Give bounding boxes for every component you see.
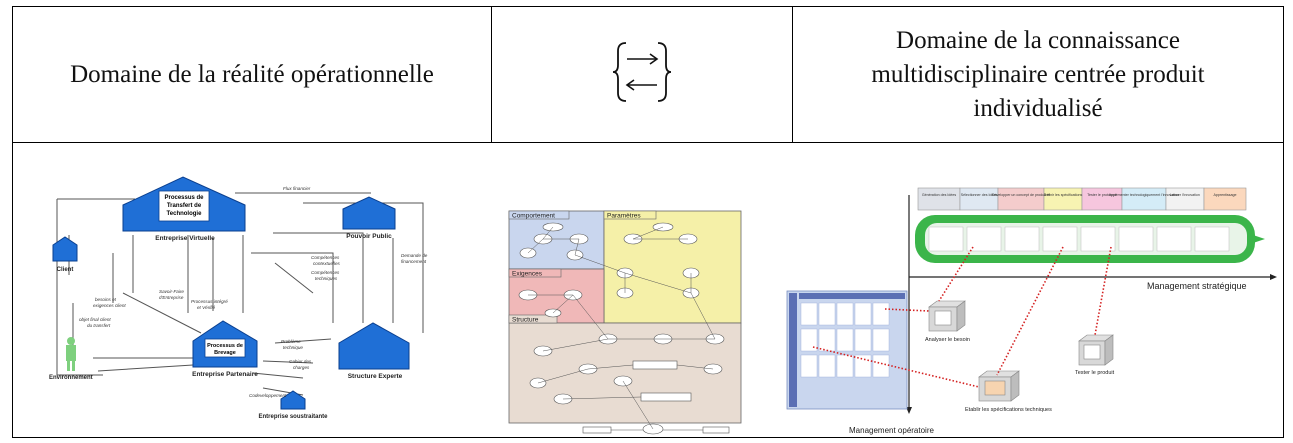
- processus-integre-label: Processus intégré: [191, 299, 228, 304]
- header-operational-domain: Domaine de la réalité opérationnelle: [12, 6, 492, 143]
- management-strategique-label: Management stratégique: [1147, 281, 1247, 291]
- header-exchange-symbol: [491, 6, 793, 143]
- quadrant-model: Comportement Paramètres Exigences Struct…: [508, 210, 742, 435]
- brevage-label-1: Processus de: [207, 343, 243, 349]
- client-label: Client: [57, 267, 74, 273]
- phase-8-label: Apprentissage: [1214, 193, 1237, 197]
- header-knowledge-domain: Domaine de la connaissance multidiscipli…: [792, 6, 1284, 143]
- phase-4-label: Définir les spécifications: [1044, 193, 1083, 197]
- operational-domain-label: Domaine de la réalité opérationnelle: [70, 60, 434, 88]
- transfert-label-1: Processus de: [164, 195, 204, 201]
- transfert-label-3: Technologie: [167, 211, 203, 217]
- management-operatoire-label: Management opératoire: [849, 426, 934, 435]
- exchange-arrows-icon: [612, 39, 672, 105]
- figure-table: Domaine de la réalité opérationnelle Dom…: [12, 6, 1284, 438]
- competences-label-1: Compétences: [311, 255, 340, 260]
- entreprise-label: d'Entreprise: [159, 295, 184, 300]
- figures-row: Processus de Transfert de Technologie En…: [12, 142, 1284, 438]
- structure-experte-label: Structure Experte: [348, 373, 403, 380]
- header-row: Domaine de la réalité opérationnelle Dom…: [12, 6, 1284, 143]
- phase-2-label: Sélectionner des Idées: [961, 193, 998, 197]
- phase-5-label: Tester le prototype: [1087, 193, 1117, 197]
- transfert-label-2: Transfert de: [167, 203, 202, 209]
- phase-6-label: Implémenter technologiquement l'innovati…: [1109, 193, 1179, 197]
- technique-label: technique: [283, 345, 303, 350]
- comportement-label: Comportement: [512, 213, 555, 220]
- contextuelles-label: contextuelles: [313, 261, 341, 266]
- management-diagram: Génération des Idées Sélectionner des Id…: [786, 187, 1277, 435]
- structure-label: Structure: [512, 317, 539, 324]
- knowledge-domain-line2: multidisciplinaire centrée produit: [871, 60, 1205, 88]
- analyser-besoin-label: Analyser le besoin: [925, 337, 970, 343]
- phase-1-label: Génération des Idées: [922, 193, 957, 197]
- du-transfert-label: du transfert: [87, 323, 111, 328]
- techniques-label: techniques: [315, 276, 338, 281]
- figures-canvas: Processus de Transfert de Technologie En…: [41, 169, 1277, 435]
- exigences-client-label: exigences client: [93, 303, 126, 308]
- environnement-label: Environnement: [49, 375, 93, 381]
- entreprise-partenaire-label: Entreprise Partenaire: [192, 371, 258, 378]
- parametres-label: Paramètres: [607, 213, 641, 220]
- pouvoir-public-label: Pouvoir Public: [346, 233, 392, 240]
- phase-7-label: Lancer l'innovation: [1170, 193, 1200, 197]
- objet-final-label: objet final client: [79, 317, 111, 322]
- entreprise-soustraitante-label: Entreprise soustraitante: [258, 414, 328, 420]
- actors-diagram: Processus de Transfert de Technologie En…: [41, 169, 449, 420]
- entreprise-virtuelle-label: Entreprise Virtuelle: [155, 235, 215, 242]
- et-verifie-label: et Vérifié: [197, 305, 216, 310]
- tester-produit-label: Tester le produit: [1075, 370, 1115, 376]
- codeveloppement-label: Codeveloppement: [249, 393, 287, 398]
- demande-financement-label: Demande de: [401, 253, 428, 258]
- competences-label-2: Compétences: [311, 270, 340, 275]
- besoins-label: besoins et: [95, 297, 117, 302]
- etablir-specs-label: Etablir les spécifications techniques: [965, 407, 1052, 413]
- knowledge-domain-line1: Domaine de la connaissance: [896, 26, 1180, 54]
- charges-label: charges: [293, 365, 310, 370]
- probleme-label: Problème: [281, 339, 301, 344]
- savoir-faire-label: Savoir-Faire: [159, 289, 184, 294]
- exigences-label: Exigences: [512, 271, 543, 278]
- brevage-label-2: Brevage: [214, 350, 236, 356]
- cahier-label: Cahier des: [289, 359, 312, 364]
- financement-label: financement: [401, 259, 427, 264]
- flux-financier-label: Flux financier: [283, 186, 311, 191]
- knowledge-domain-line3: individualisé: [973, 94, 1103, 122]
- figures-cell: Processus de Transfert de Technologie En…: [12, 142, 1284, 438]
- phase-3-label: Développer un concept de produit et: [992, 193, 1050, 197]
